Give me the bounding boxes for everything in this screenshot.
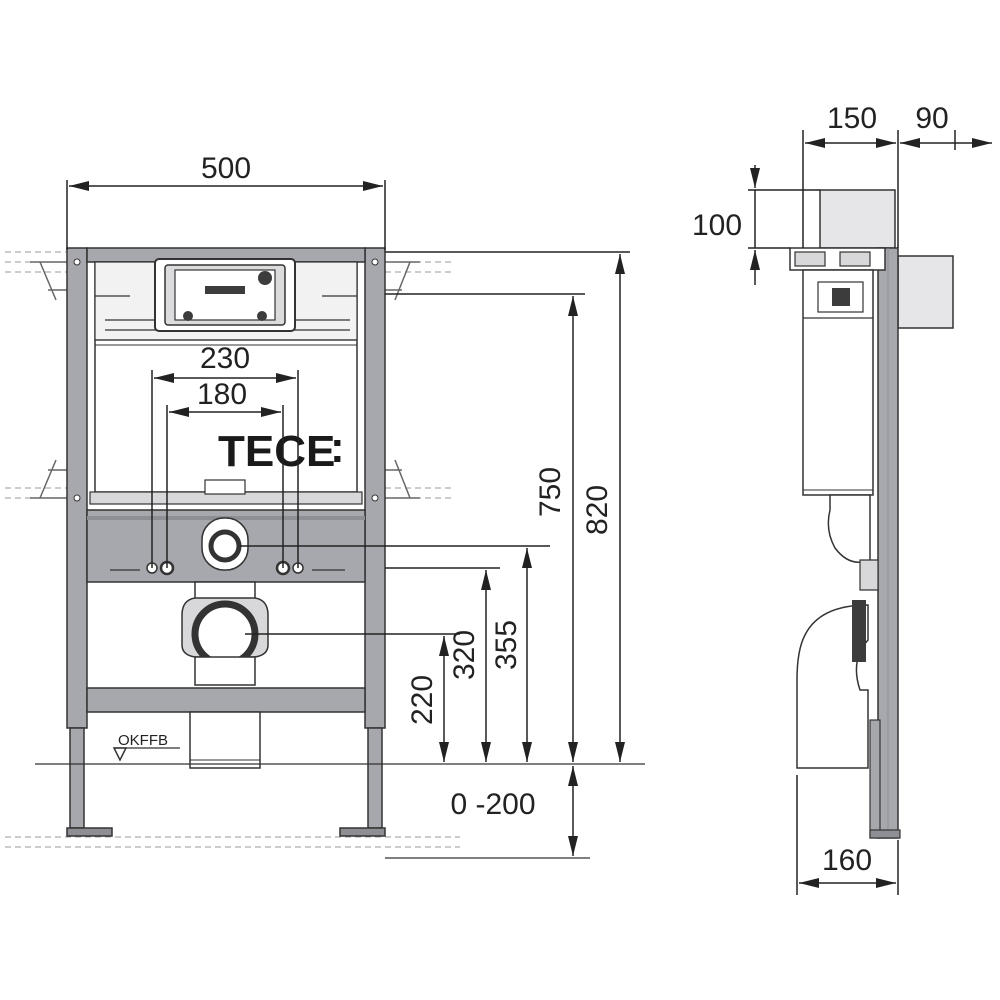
dim-outlet-inner: 180	[197, 378, 247, 411]
left-upright	[66, 247, 88, 729]
dim-bottom-depth: 160	[822, 844, 872, 877]
floor-level-symbol: OKFFB	[112, 732, 180, 762]
dim-width: 500	[201, 152, 251, 185]
floor-level-label: OKFFB	[118, 732, 168, 749]
right-upright	[364, 247, 386, 729]
side-view: 150 90 100 160	[692, 102, 992, 895]
dim-flush-height: 750	[534, 467, 567, 517]
left-foot	[66, 827, 113, 837]
dim-feet-range: 0 -200	[450, 788, 535, 821]
right-foot	[339, 827, 386, 837]
dim-box-depth: 90	[915, 102, 948, 135]
front-dimensions	[66, 180, 630, 856]
dim-inlet-height: 355	[490, 620, 523, 670]
lower-rail	[86, 687, 366, 713]
dim-bolt-height: 320	[448, 630, 481, 680]
water-inlet-icon	[208, 529, 242, 563]
side-dimensions	[748, 130, 992, 895]
dim-total-height: 820	[581, 485, 614, 535]
dim-box-height: 100	[692, 209, 742, 242]
front-dimension-labels: 500 230 180 820 750 355 320 220 0 -200	[197, 152, 614, 821]
wc-pan-outline	[796, 604, 869, 769]
actuator-box	[819, 189, 896, 249]
dim-outlet-outer: 230	[200, 342, 250, 375]
dim-cistern-depth: 150	[827, 102, 877, 135]
left-leg	[69, 727, 85, 829]
brand-logo: TECE	[218, 427, 335, 476]
dim-drain-height: 220	[406, 675, 439, 725]
brand-logo-mark: :	[330, 423, 345, 472]
right-leg	[367, 727, 383, 829]
